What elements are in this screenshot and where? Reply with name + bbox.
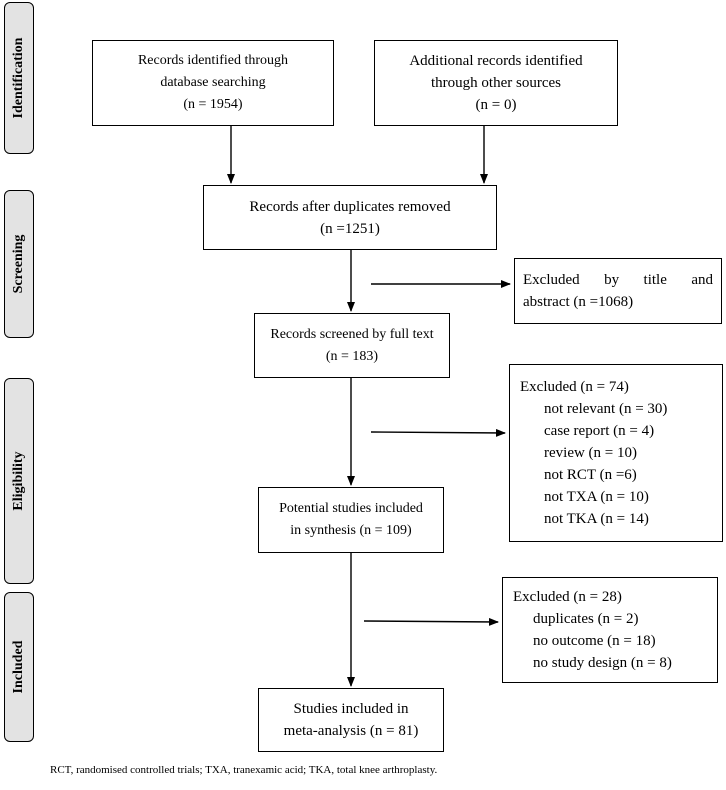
box-excluded-eligibility: Excluded (n = 74) not relevant (n = 30) … [509,364,723,542]
other-sources-count: (n = 0) [475,97,517,113]
excluded-reason-item: not relevant (n = 30) [544,401,668,417]
excluded-reason-item: not TXA (n = 10) [544,489,649,505]
duplicates-removed-count: (n =1251) [320,220,380,237]
box-excluded-included: Excluded (n = 28) duplicates (n = 2) no … [502,577,718,683]
excluded-reason-item: review (n = 10) [544,445,638,461]
full-text-line1: Records screened by full text [270,326,434,342]
excluded-reason-item: case report (n = 4) [544,423,655,439]
full-text-count: (n = 183) [325,348,379,364]
database-line1: Records identified through [137,53,289,68]
excluded-reason-item: not TKA (n = 14) [544,511,649,527]
database-count: (n = 1954) [183,97,243,112]
other-sources-line2: through other sources [431,75,561,91]
excluded-eligibility-title: Excluded (n = 74) [520,379,629,395]
meta-analysis-line1: Studies included in [293,701,409,717]
box-database-searching: Records identified through database sear… [92,40,334,126]
other-sources-line1: Additional records identified [409,53,583,69]
excluded-reason-item: no outcome (n = 18) [533,633,656,649]
excluded-reason-item: duplicates (n = 2) [533,611,639,627]
box-excluded-title-abstract: Excluded by title and abstract (n =1068) [514,258,722,324]
box-synthesis: Potential studies included in synthesis … [258,487,444,553]
phase-screening: Screening [4,190,34,338]
box-full-text: Records screened by full text (n = 183) [254,313,450,378]
footnote: RCT, randomised controlled trials; TXA, … [50,764,438,776]
phase-eligibility: Eligibility [4,378,34,584]
phase-identification: Identification [4,2,34,154]
duplicates-removed-line1: Records after duplicates removed [249,198,451,215]
meta-analysis-count: meta-analysis (n = 81) [283,723,419,739]
phase-included: Included [4,592,34,742]
database-line2: database searching [160,75,266,90]
arrow-to-excluded-eligibility [370,428,506,437]
synthesis-line2: in synthesis (n = 109) [290,523,412,538]
excluded-reason-item: not RCT (n =6) [544,467,637,483]
box-meta-analysis: Studies included in meta-analysis (n = 8… [258,688,444,752]
arrow-to-excluded-included [363,617,499,626]
excluded-title-line2: abstract (n =1068) [523,294,634,310]
box-other-sources: Additional records identified through ot… [374,40,618,126]
excluded-reason-item: no study design (n = 8) [533,655,672,671]
synthesis-line1: Potential studies included [279,501,423,516]
box-duplicates-removed: Records after duplicates removed (n =125… [203,185,497,250]
excluded-included-title: Excluded (n = 28) [513,589,622,605]
excluded-title-line1: Excluded by title and [523,272,713,288]
